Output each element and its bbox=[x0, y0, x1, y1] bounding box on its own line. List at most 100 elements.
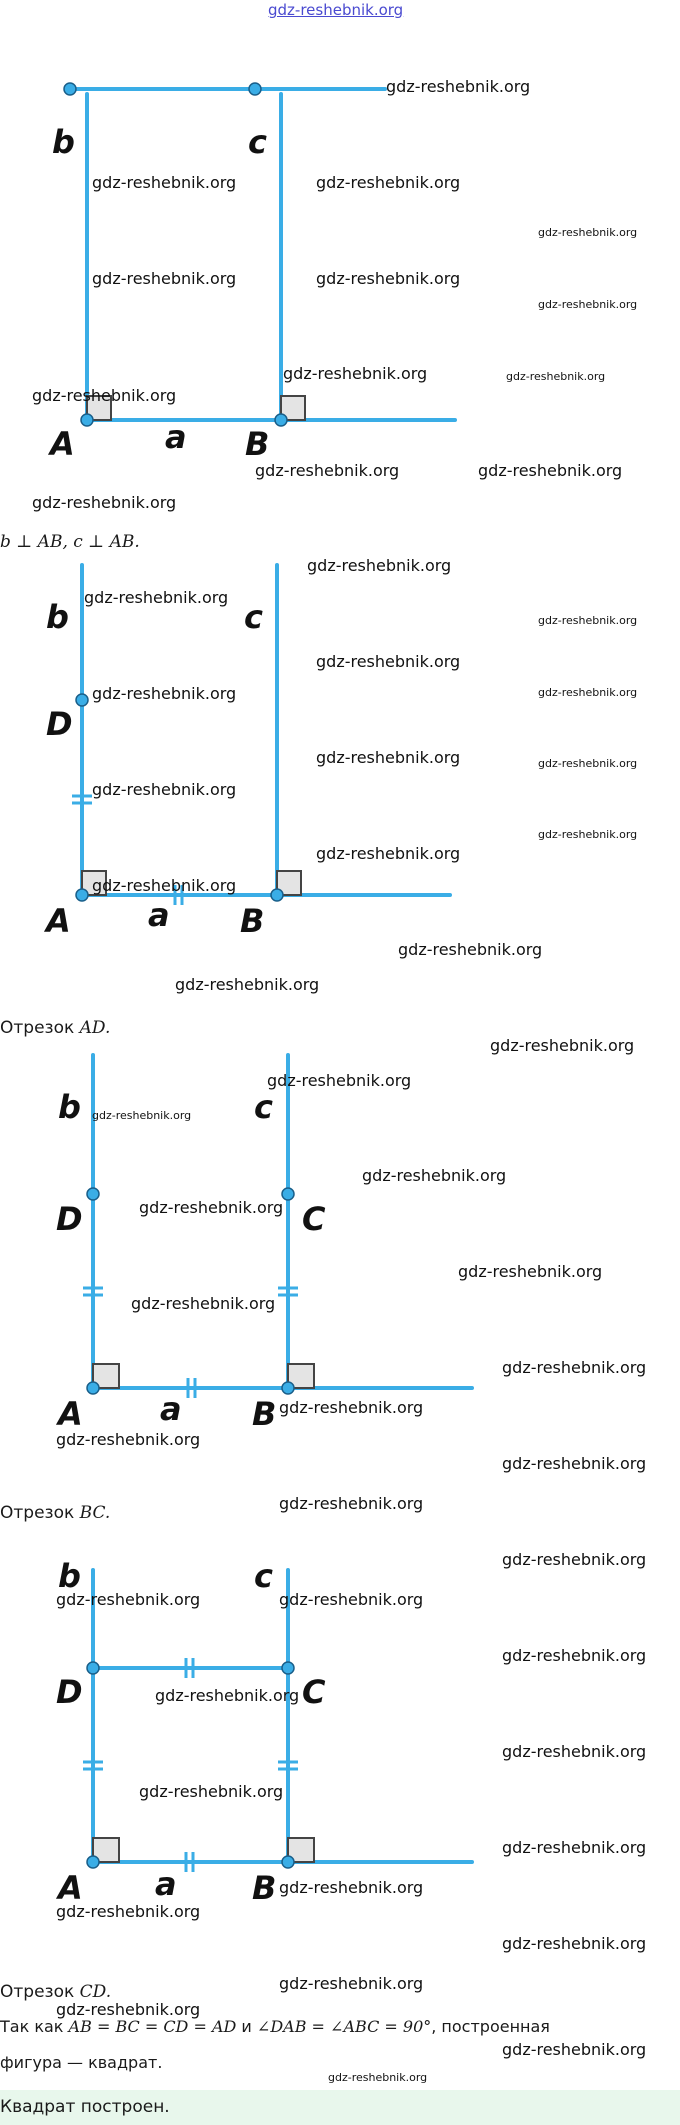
point-B bbox=[281, 1381, 295, 1395]
watermark: gdz-reshebnik.org bbox=[255, 461, 400, 480]
point-A bbox=[86, 1855, 100, 1869]
figure-4: b c D C A a B bbox=[55, 1557, 474, 1907]
label-a: a bbox=[160, 1390, 182, 1428]
right-angle-B bbox=[287, 1837, 315, 1863]
watermark-link[interactable]: gdz-reshebnik.org bbox=[268, 1, 404, 19]
watermark: gdz-reshebnik.org bbox=[139, 1198, 284, 1217]
conclusion-line-1: Так как AB = BC = CD = AD и ∠DAB = ∠ABC … bbox=[0, 2017, 550, 2036]
watermark: gdz-reshebnik.org bbox=[56, 1590, 201, 1609]
watermark: gdz-reshebnik.org bbox=[502, 1838, 647, 1857]
watermark: gdz-reshebnik.org bbox=[502, 1646, 647, 1665]
final-answer-banner: Квадрат построен. bbox=[0, 2090, 680, 2125]
label-a: a bbox=[165, 418, 187, 456]
label-D: D bbox=[56, 1673, 83, 1711]
label-A: A bbox=[55, 1869, 83, 1907]
watermark: gdz-reshebnik.org bbox=[502, 1358, 647, 1377]
watermark: gdz-reshebnik.org bbox=[538, 828, 638, 841]
label-B: B bbox=[245, 425, 269, 463]
point-D bbox=[86, 1661, 100, 1675]
step-2-text: Отрезок AD. bbox=[0, 1018, 111, 1038]
label-B: B bbox=[240, 902, 264, 940]
watermark: gdz-reshebnik.org bbox=[478, 461, 623, 480]
watermark: gdz-reshebnik.org bbox=[502, 1934, 647, 1953]
point-A bbox=[80, 413, 94, 427]
watermark: gdz-reshebnik.org bbox=[279, 1398, 424, 1417]
watermark: gdz-reshebnik.org bbox=[56, 1902, 201, 1921]
label-C: C bbox=[302, 1200, 326, 1238]
watermark: gdz-reshebnik.org bbox=[92, 780, 237, 799]
watermark: gdz-reshebnik.org bbox=[92, 1109, 192, 1122]
watermark: gdz-reshebnik.org bbox=[32, 493, 177, 512]
watermark: gdz-reshebnik.org bbox=[538, 298, 638, 311]
watermark: gdz-reshebnik.org bbox=[279, 1494, 424, 1513]
watermark: gdz-reshebnik.org bbox=[92, 684, 237, 703]
label-c: c bbox=[248, 123, 267, 161]
figure-1: b c A a B bbox=[47, 82, 457, 463]
label-A: A bbox=[55, 1395, 83, 1433]
point bbox=[248, 82, 262, 96]
step-1-text: b ⊥ AB, c ⊥ AB. bbox=[0, 532, 140, 552]
watermark: gdz-reshebnik.org bbox=[538, 757, 638, 770]
label-A: A bbox=[43, 902, 71, 940]
label-a: a bbox=[155, 1865, 177, 1903]
watermark: gdz-reshebnik.org bbox=[56, 2000, 201, 2019]
watermark: gdz-reshebnik.org bbox=[84, 588, 229, 607]
label-c: c bbox=[254, 1088, 273, 1126]
watermark: gdz-reshebnik.org bbox=[56, 1430, 201, 1449]
label-b: b bbox=[58, 1557, 81, 1595]
watermark: gdz-reshebnik.org bbox=[502, 2040, 647, 2059]
watermark: gdz-reshebnik.org bbox=[32, 386, 177, 405]
label-c: c bbox=[244, 598, 263, 636]
watermark: gdz-reshebnik.org bbox=[279, 1590, 424, 1609]
watermark: gdz-reshebnik.org bbox=[316, 844, 461, 863]
watermark: gdz-reshebnik.org bbox=[92, 173, 237, 192]
watermark: gdz-reshebnik.org bbox=[538, 686, 638, 699]
watermark: gdz-reshebnik.org bbox=[316, 652, 461, 671]
watermark: gdz-reshebnik.org bbox=[92, 269, 237, 288]
point-D bbox=[86, 1187, 100, 1201]
step-4-text: Отрезок CD. bbox=[0, 1982, 112, 2002]
watermark: gdz-reshebnik.org bbox=[328, 2071, 428, 2084]
point-C bbox=[281, 1661, 295, 1675]
watermark: gdz-reshebnik.org bbox=[316, 748, 461, 767]
watermark: gdz-reshebnik.org bbox=[316, 269, 461, 288]
watermark: gdz-reshebnik.org bbox=[316, 173, 461, 192]
watermark: gdz-reshebnik.org bbox=[538, 226, 638, 239]
point bbox=[63, 82, 77, 96]
watermark: gdz-reshebnik.org bbox=[139, 1782, 284, 1801]
point-D bbox=[75, 693, 89, 707]
point-B bbox=[270, 888, 284, 902]
watermark: gdz-reshebnik.org bbox=[92, 876, 237, 895]
label-a: a bbox=[148, 896, 170, 934]
watermark: gdz-reshebnik.org bbox=[307, 556, 452, 575]
watermark: gdz-reshebnik.org bbox=[155, 1686, 300, 1705]
label-D: D bbox=[56, 1200, 83, 1238]
watermark: gdz-reshebnik.org bbox=[490, 1036, 635, 1055]
label-A: A bbox=[47, 425, 75, 463]
watermark: gdz-reshebnik.org bbox=[502, 1742, 647, 1761]
watermark: gdz-reshebnik.org bbox=[131, 1294, 276, 1313]
point-C bbox=[281, 1187, 295, 1201]
label-B: B bbox=[252, 1395, 276, 1433]
point-B bbox=[281, 1855, 295, 1869]
watermark: gdz-reshebnik.org bbox=[279, 1974, 424, 1993]
point-A bbox=[75, 888, 89, 902]
watermark: gdz-reshebnik.org bbox=[398, 940, 543, 959]
watermark: gdz-reshebnik.org bbox=[386, 77, 531, 96]
watermark: gdz-reshebnik.org bbox=[175, 975, 320, 994]
label-C: C bbox=[302, 1673, 326, 1711]
watermark: gdz-reshebnik.org bbox=[279, 1878, 424, 1897]
watermark: gdz-reshebnik.org bbox=[502, 1454, 647, 1473]
point-A bbox=[86, 1381, 100, 1395]
watermark: gdz-reshebnik.org bbox=[283, 364, 428, 383]
figure-3: b c D C A a B bbox=[55, 1053, 474, 1433]
figure-2: b c D A a B bbox=[43, 563, 452, 940]
watermark: gdz-reshebnik.org bbox=[538, 614, 638, 627]
step-3-text: Отрезок BC. bbox=[0, 1503, 111, 1523]
watermark: gdz-reshebnik.org bbox=[267, 1071, 412, 1090]
watermark: gdz-reshebnik.org bbox=[458, 1262, 603, 1281]
label-B: B bbox=[252, 1869, 276, 1907]
watermark: gdz-reshebnik.org bbox=[362, 1166, 507, 1185]
label-D: D bbox=[46, 705, 73, 743]
label-c: c bbox=[254, 1557, 273, 1595]
